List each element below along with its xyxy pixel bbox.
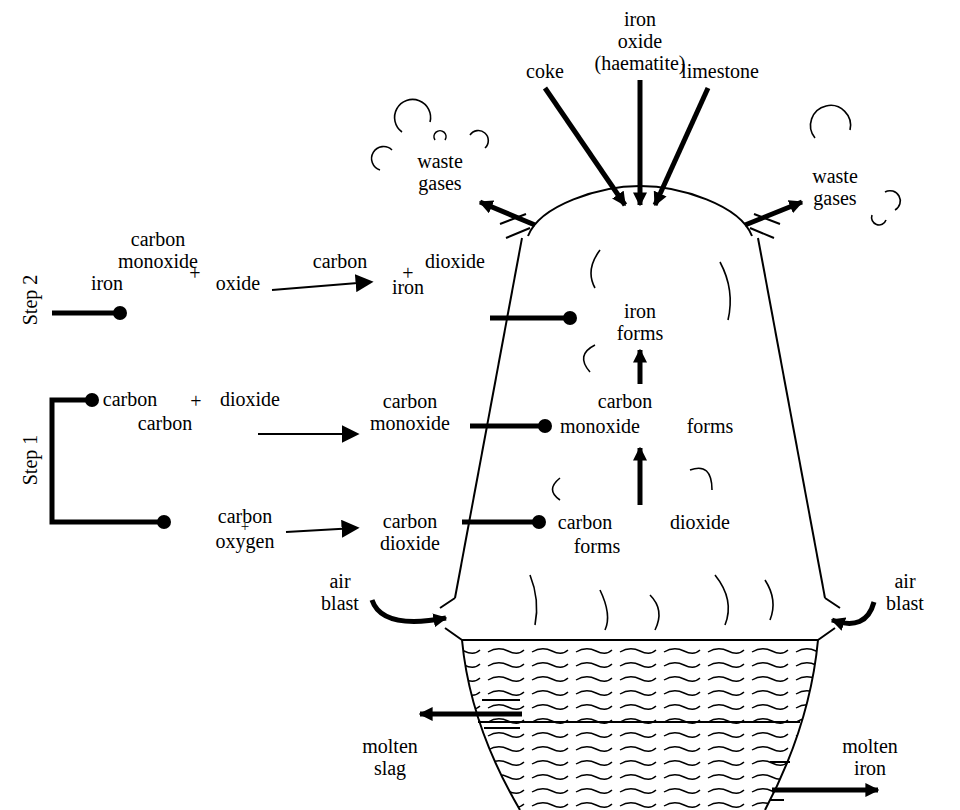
equation-term: dioxide xyxy=(220,388,280,410)
equation-term: iron xyxy=(91,272,123,294)
output-label: waste gases xyxy=(800,165,870,209)
equation-term: molten slag xyxy=(354,735,426,779)
equation-term: carbon xyxy=(558,511,612,533)
equation-term: air blast xyxy=(875,570,935,614)
bracket-dots xyxy=(85,306,577,529)
equation-term: oxide xyxy=(216,272,260,294)
equation-term: carbon xyxy=(313,250,367,272)
equation-term: + xyxy=(189,262,200,284)
step-label: Step 1 xyxy=(19,435,41,486)
equation-term: molten iron xyxy=(834,735,906,779)
equation-term: dioxide xyxy=(425,250,485,272)
input-label: limestone xyxy=(681,60,759,82)
gas-clouds xyxy=(372,99,901,224)
equation-term: forms xyxy=(687,415,734,437)
swirls xyxy=(530,250,773,630)
equation-term: iron forms xyxy=(605,300,675,344)
equation-term: carbon xyxy=(103,388,157,410)
molten-hatching xyxy=(440,640,840,810)
input-label: iron oxide (haematite) xyxy=(584,8,696,74)
equation-term: carbon monoxide xyxy=(360,390,460,434)
equation-term: carbon xyxy=(598,390,652,412)
equation-term: carbon xyxy=(131,228,185,250)
thick-arrows xyxy=(372,80,878,790)
equation-term: iron xyxy=(392,276,424,298)
equation-term: oxygen xyxy=(216,530,275,552)
equation-term: carbon xyxy=(138,412,192,434)
equation-term: monoxide xyxy=(560,415,640,437)
equation-term: dioxide xyxy=(670,511,730,533)
equation-term: monoxide xyxy=(118,250,198,272)
equation-term: carbon dioxide xyxy=(365,510,455,554)
equation-term: + xyxy=(190,390,201,412)
equation-term: forms xyxy=(574,535,621,557)
step-brackets xyxy=(52,313,566,522)
step-label: Step 2 xyxy=(19,275,41,326)
input-label: coke xyxy=(526,60,564,82)
equation-term: air blast xyxy=(310,570,370,614)
output-label: waste gases xyxy=(405,150,475,194)
